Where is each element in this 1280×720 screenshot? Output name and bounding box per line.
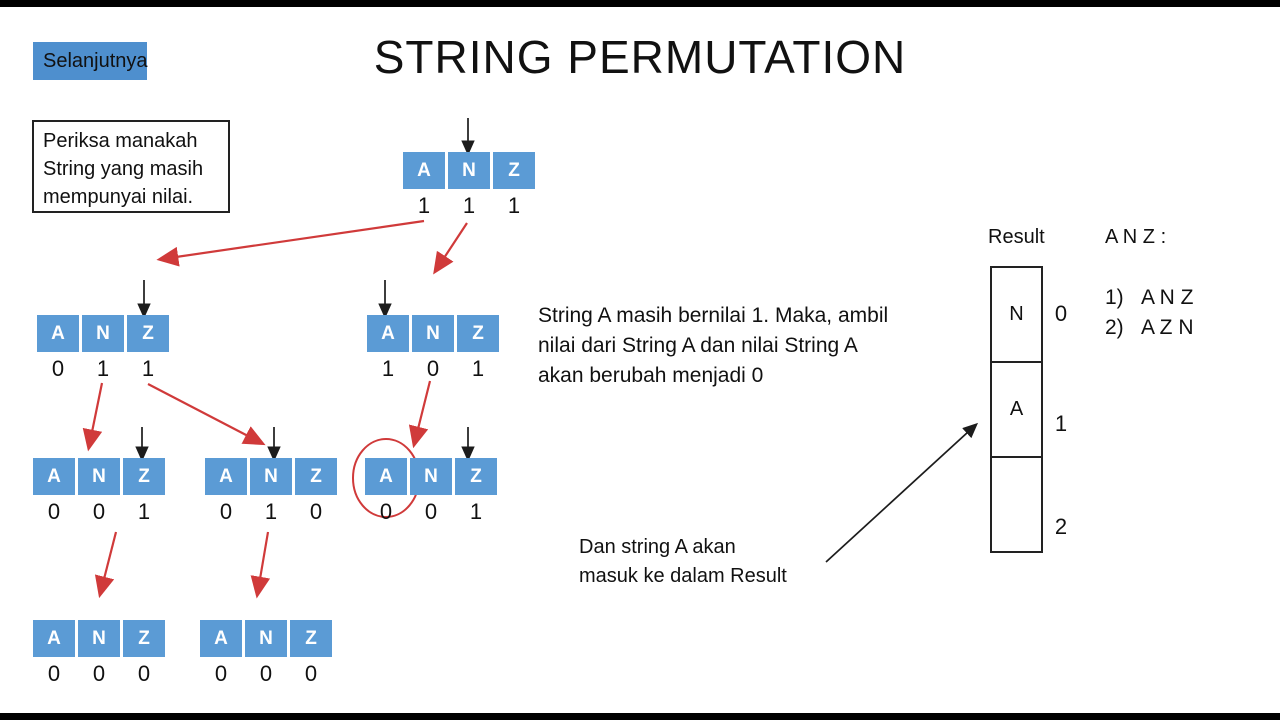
list-item-number: 1) bbox=[1105, 286, 1124, 309]
cell-letter: A bbox=[365, 458, 407, 495]
note-line: Periksa manakah bbox=[43, 130, 198, 152]
cell-letter: N bbox=[78, 620, 120, 657]
result-note-line: Dan string A akan bbox=[579, 536, 736, 558]
anz-node-l3-third: A N Z 0 0 1 bbox=[365, 458, 497, 525]
anz-node-root: A N Z 1 1 1 bbox=[403, 152, 535, 219]
cell-letter: Z bbox=[127, 315, 169, 352]
explanation-line: nilai dari String A dan nilai String A bbox=[538, 334, 858, 357]
cell-letter: A bbox=[200, 620, 242, 657]
cell-letter: Z bbox=[295, 458, 337, 495]
cell-value: 1 bbox=[417, 193, 431, 218]
red-arrow-root-to-l2-left bbox=[156, 219, 425, 267]
cell-letter: A bbox=[205, 458, 247, 495]
letterbox-top bbox=[0, 0, 1280, 7]
red-arrow-root-to-l2-right bbox=[433, 222, 468, 275]
page-title: STRING PERMUTATION bbox=[373, 31, 907, 83]
cell-value: 0 bbox=[424, 499, 438, 524]
result-cell bbox=[992, 458, 1041, 551]
anz-node-l3-first: A N Z 0 0 1 bbox=[33, 458, 165, 525]
cell-value: 0 bbox=[304, 661, 318, 686]
cell-value: 0 bbox=[309, 499, 323, 524]
list-item-text: A Z N bbox=[1141, 316, 1194, 339]
cell-letter: A bbox=[33, 458, 75, 495]
cell-letter: Z bbox=[290, 620, 332, 657]
cell-value: 0 bbox=[137, 661, 151, 686]
result-label: Result bbox=[988, 226, 1045, 248]
cell-value: 0 bbox=[219, 499, 233, 524]
cell-letter: Z bbox=[457, 315, 499, 352]
cell-value: 1 bbox=[507, 193, 521, 218]
cell-letter: Z bbox=[455, 458, 497, 495]
next-button[interactable]: Selanjutnya bbox=[33, 42, 148, 80]
red-arrow-l2left-to-l3first bbox=[82, 382, 104, 452]
cell-value: 0 bbox=[426, 356, 440, 381]
cell-letter: A bbox=[37, 315, 79, 352]
cell-value: 0 bbox=[259, 661, 273, 686]
note-box: Periksa manakah String yang masih mempun… bbox=[32, 120, 230, 213]
explanation-line: akan berubah menjadi 0 bbox=[538, 364, 764, 387]
anz-node-l4-first: A N Z 0 0 0 bbox=[33, 620, 165, 687]
anz-node-l4-second: A N Z 0 0 0 bbox=[200, 620, 332, 687]
result-index: 1 bbox=[1054, 411, 1068, 436]
red-arrow-l3second-to-l4second bbox=[250, 531, 271, 599]
anz-node-l3-second: A N Z 0 1 0 bbox=[205, 458, 337, 525]
cell-value: 0 bbox=[51, 356, 65, 381]
red-arrow-l2right-to-l3third bbox=[408, 380, 432, 449]
cell-letter: Z bbox=[123, 458, 165, 495]
cell-value: 0 bbox=[379, 499, 393, 524]
note-line: String yang masih bbox=[43, 158, 204, 180]
anz-node-l2-right: A N Z 1 0 1 bbox=[367, 315, 499, 382]
anz-list-item: 2) A Z N bbox=[1105, 316, 1194, 340]
cell-value: 1 bbox=[264, 499, 278, 524]
explanation-line: String A masih bernilai 1. Maka, ambil bbox=[538, 304, 889, 327]
cell-letter: Z bbox=[493, 152, 535, 189]
cell-value: 1 bbox=[381, 356, 395, 381]
cell-letter: N bbox=[250, 458, 292, 495]
anz-node-l2-left: A N Z 0 1 1 bbox=[37, 315, 169, 382]
red-arrow-l2left-to-l3second bbox=[147, 383, 266, 446]
cell-value: 0 bbox=[214, 661, 228, 686]
arrow-to-result-table bbox=[825, 422, 979, 563]
cell-value: 1 bbox=[96, 356, 110, 381]
cell-value: 1 bbox=[469, 499, 483, 524]
cell-letter: Z bbox=[123, 620, 165, 657]
cell-letter: N bbox=[448, 152, 490, 189]
cell-letter: N bbox=[82, 315, 124, 352]
result-index: 2 bbox=[1054, 514, 1068, 539]
result-note-text: Dan string A akan masuk ke dalam Result bbox=[579, 533, 787, 591]
cell-letter: A bbox=[367, 315, 409, 352]
cell-value: 0 bbox=[47, 499, 61, 524]
result-cell: A bbox=[992, 363, 1041, 458]
cell-value: 0 bbox=[47, 661, 61, 686]
cell-value: 0 bbox=[92, 661, 106, 686]
cell-letter: N bbox=[78, 458, 120, 495]
letterbox-bottom bbox=[0, 713, 1280, 720]
anz-list-item: 1) A N Z bbox=[1105, 286, 1194, 310]
list-item-number: 2) bbox=[1105, 316, 1124, 339]
list-item-text: A N Z bbox=[1141, 286, 1194, 309]
cell-letter: A bbox=[33, 620, 75, 657]
cell-letter: A bbox=[403, 152, 445, 189]
red-arrow-l3first-to-l4first bbox=[94, 531, 118, 599]
cell-letter: N bbox=[410, 458, 452, 495]
result-note-line: masuk ke dalam Result bbox=[579, 565, 787, 587]
result-table: N A bbox=[990, 266, 1043, 553]
note-line: mempunyai nilai. bbox=[43, 186, 194, 208]
cell-letter: N bbox=[412, 315, 454, 352]
cell-value: 1 bbox=[462, 193, 476, 218]
result-cell: N bbox=[992, 268, 1041, 363]
cell-value: 1 bbox=[137, 499, 151, 524]
cell-value: 1 bbox=[141, 356, 155, 381]
anz-list-title: A N Z : bbox=[1105, 226, 1167, 248]
explanation-text: String A masih bernilai 1. Maka, ambil n… bbox=[538, 301, 888, 391]
cell-value: 1 bbox=[471, 356, 485, 381]
result-index: 0 bbox=[1054, 301, 1068, 326]
cell-value: 0 bbox=[92, 499, 106, 524]
cell-letter: N bbox=[245, 620, 287, 657]
